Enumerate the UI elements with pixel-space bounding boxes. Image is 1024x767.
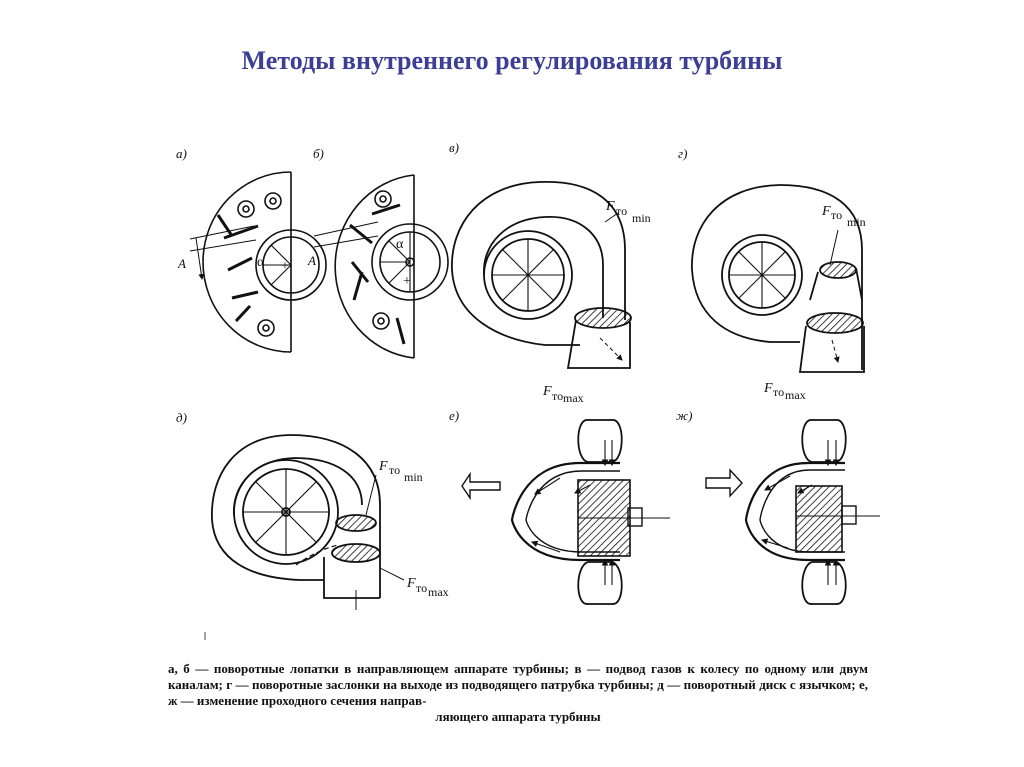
panel-label-b: б) <box>313 146 324 161</box>
svg-text:F: F <box>406 576 416 591</box>
diagram-e <box>461 419 670 605</box>
diagram-a <box>189 171 327 353</box>
panel-label-e: е) <box>449 408 460 423</box>
svg-text:F: F <box>763 381 773 396</box>
panel-label-a: а) <box>176 146 187 161</box>
label-v-fmax: F то max <box>542 384 584 405</box>
svg-text:F: F <box>821 204 831 219</box>
svg-text:max: max <box>785 388 806 402</box>
diagram-v <box>451 181 632 369</box>
svg-text:min: min <box>404 470 423 484</box>
diagram-d <box>211 434 405 610</box>
label-v-fmin: F то min <box>605 199 651 225</box>
label-d-fmax: F то max <box>406 576 449 599</box>
svg-text:F: F <box>378 459 388 474</box>
page-title: Методы внутреннего регулирования турбины <box>241 46 783 75</box>
caption-line-3: турбины; д — поворотный диск с язычком; … <box>168 677 869 708</box>
svg-text:то: то <box>616 204 627 218</box>
panel-label-d: д) <box>176 410 187 425</box>
svg-text:то: то <box>831 208 842 222</box>
caption-line-4: ляющего аппарата турбины <box>435 709 601 724</box>
label-g-fmin: F то min <box>821 204 866 229</box>
label-d-fmin: F то min <box>378 459 423 484</box>
diagram-g <box>691 184 865 373</box>
label-b-angle: α <box>396 237 404 252</box>
panel-label-v: в) <box>449 140 459 155</box>
diagram-zh <box>705 419 880 605</box>
caption-line-1: а, б — поворотные лопатки в направляющем… <box>168 661 759 676</box>
svg-text:min: min <box>847 215 866 229</box>
svg-text:max: max <box>563 391 584 405</box>
svg-text:то: то <box>773 385 784 399</box>
svg-text:max: max <box>428 585 449 599</box>
svg-text:F: F <box>605 199 615 214</box>
svg-text:то: то <box>389 463 400 477</box>
diagram-b <box>313 174 449 359</box>
label-b-dimension: A <box>307 253 316 268</box>
svg-text:F: F <box>542 384 552 399</box>
figure-caption: а, б — поворотные лопатки в направляющем… <box>168 661 868 725</box>
panel-label-g: г) <box>678 146 688 161</box>
svg-text:min: min <box>632 211 651 225</box>
label-a-center: + <box>281 259 289 274</box>
label-g-fmax: F то max <box>763 381 806 402</box>
label-a-angle: α <box>257 255 265 270</box>
svg-text:то: то <box>416 581 427 595</box>
svg-text:то: то <box>552 389 563 403</box>
label-a-dimension: A <box>177 256 186 271</box>
caption-line-2: одному или двум каналам; г — поворотные … <box>168 661 869 692</box>
panel-label-zh: ж) <box>676 408 693 423</box>
label-b-center: + <box>403 274 411 289</box>
